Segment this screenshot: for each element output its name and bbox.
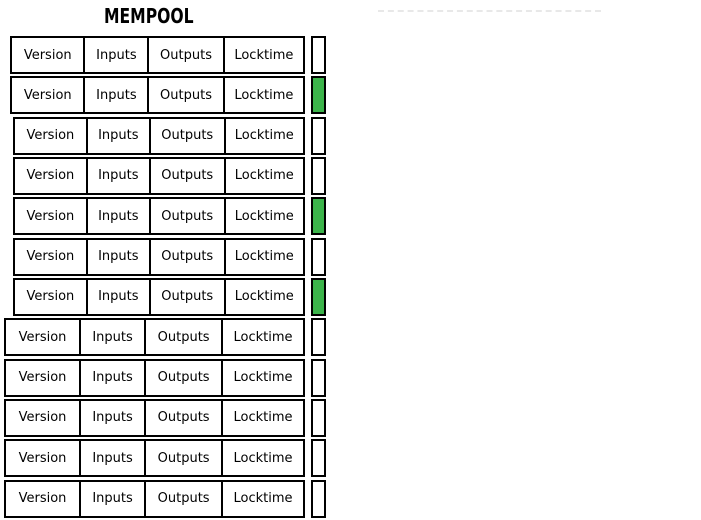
transaction-row: Version Inputs Outputs Locktime	[0, 358, 330, 399]
transaction-row: Version Inputs Outputs Locktime	[0, 277, 330, 318]
tx-field-locktime: Locktime	[221, 479, 305, 518]
tx-field-locktime: Locktime	[223, 277, 305, 316]
tx-field-outputs: Outputs	[148, 197, 226, 236]
tx-field-locktime: Locktime	[221, 398, 305, 437]
tx-selection-indicator	[311, 439, 326, 478]
tx-field-inputs: Inputs	[79, 439, 147, 478]
tx-selection-indicator	[311, 116, 326, 155]
transaction-row: Version Inputs Outputs Locktime	[0, 237, 330, 278]
transaction-row: Version Inputs Outputs Locktime	[0, 116, 330, 157]
tx-field-locktime: Locktime	[222, 76, 305, 115]
tx-selection-indicator	[311, 197, 326, 236]
tx-field-outputs: Outputs	[148, 116, 226, 155]
transaction-box: Version Inputs Outputs Locktime	[4, 358, 305, 397]
tx-field-inputs: Inputs	[85, 197, 151, 236]
tx-field-outputs: Outputs	[147, 36, 225, 74]
tx-field-locktime: Locktime	[223, 237, 305, 276]
tx-field-locktime: Locktime	[221, 358, 305, 397]
tx-field-locktime: Locktime	[223, 156, 305, 195]
tx-field-outputs: Outputs	[148, 237, 226, 276]
tx-field-outputs: Outputs	[144, 479, 224, 518]
transaction-row: Version Inputs Outputs Locktime	[0, 439, 330, 479]
tx-selection-indicator	[311, 479, 326, 518]
transaction-box: Version Inputs Outputs Locktime	[13, 237, 305, 276]
tx-selection-indicator	[311, 36, 326, 74]
tx-field-version: Version	[13, 277, 88, 316]
tx-selection-indicator	[311, 277, 326, 316]
tx-field-locktime: Locktime	[221, 439, 305, 478]
transaction-list: Version Inputs Outputs Locktime Version …	[0, 36, 330, 520]
tx-field-outputs: Outputs	[148, 277, 226, 316]
tx-field-outputs: Outputs	[144, 439, 224, 478]
dashed-separator-line	[378, 10, 601, 12]
tx-field-locktime: Locktime	[223, 197, 305, 236]
transaction-row: Version Inputs Outputs Locktime	[0, 76, 330, 116]
tx-field-inputs: Inputs	[79, 318, 147, 357]
transaction-row: Version Inputs Outputs Locktime	[0, 156, 330, 197]
tx-field-outputs: Outputs	[144, 358, 224, 397]
tx-field-inputs: Inputs	[79, 479, 147, 518]
tx-field-locktime: Locktime	[221, 318, 305, 357]
tx-field-version: Version	[10, 36, 86, 74]
transaction-row: Version Inputs Outputs Locktime	[0, 318, 330, 358]
tx-field-version: Version	[4, 479, 81, 518]
transaction-box: Version Inputs Outputs Locktime	[4, 479, 305, 518]
transaction-box: Version Inputs Outputs Locktime	[4, 398, 305, 437]
tx-field-outputs: Outputs	[148, 156, 226, 195]
transaction-row: Version Inputs Outputs Locktime	[0, 197, 330, 237]
tx-field-version: Version	[13, 237, 88, 276]
tx-field-inputs: Inputs	[83, 76, 150, 115]
tx-selection-indicator	[311, 156, 326, 195]
tx-field-inputs: Inputs	[85, 237, 151, 276]
mempool-title: MEMPOOL	[104, 4, 194, 28]
tx-field-version: Version	[13, 156, 88, 195]
tx-selection-indicator	[311, 318, 326, 357]
tx-field-outputs: Outputs	[144, 398, 224, 437]
tx-field-version: Version	[4, 439, 81, 478]
tx-field-inputs: Inputs	[79, 398, 147, 437]
tx-field-version: Version	[13, 197, 88, 236]
transaction-box: Version Inputs Outputs Locktime	[10, 36, 305, 74]
tx-field-locktime: Locktime	[222, 36, 305, 74]
transaction-box: Version Inputs Outputs Locktime	[4, 318, 305, 357]
tx-selection-indicator	[311, 76, 326, 115]
transaction-row: Version Inputs Outputs Locktime	[0, 398, 330, 439]
transaction-box: Version Inputs Outputs Locktime	[13, 277, 305, 316]
tx-field-inputs: Inputs	[83, 36, 150, 74]
transaction-row: Version Inputs Outputs Locktime	[0, 479, 330, 520]
tx-field-inputs: Inputs	[85, 116, 151, 155]
transaction-box: Version Inputs Outputs Locktime	[13, 116, 305, 155]
transaction-box: Version Inputs Outputs Locktime	[13, 156, 305, 195]
tx-field-inputs: Inputs	[85, 156, 151, 195]
tx-field-version: Version	[10, 76, 86, 115]
tx-field-outputs: Outputs	[144, 318, 224, 357]
tx-field-locktime: Locktime	[223, 116, 305, 155]
tx-field-version: Version	[4, 358, 81, 397]
transaction-box: Version Inputs Outputs Locktime	[10, 76, 305, 115]
tx-selection-indicator	[311, 398, 326, 437]
transaction-row: Version Inputs Outputs Locktime	[0, 36, 330, 76]
tx-field-outputs: Outputs	[147, 76, 225, 115]
tx-selection-indicator	[311, 237, 326, 276]
transaction-box: Version Inputs Outputs Locktime	[13, 197, 305, 236]
tx-field-version: Version	[4, 318, 81, 357]
tx-field-inputs: Inputs	[85, 277, 151, 316]
transaction-box: Version Inputs Outputs Locktime	[4, 439, 305, 478]
tx-selection-indicator	[311, 358, 326, 397]
tx-field-inputs: Inputs	[79, 358, 147, 397]
tx-field-version: Version	[13, 116, 88, 155]
tx-field-version: Version	[4, 398, 81, 437]
